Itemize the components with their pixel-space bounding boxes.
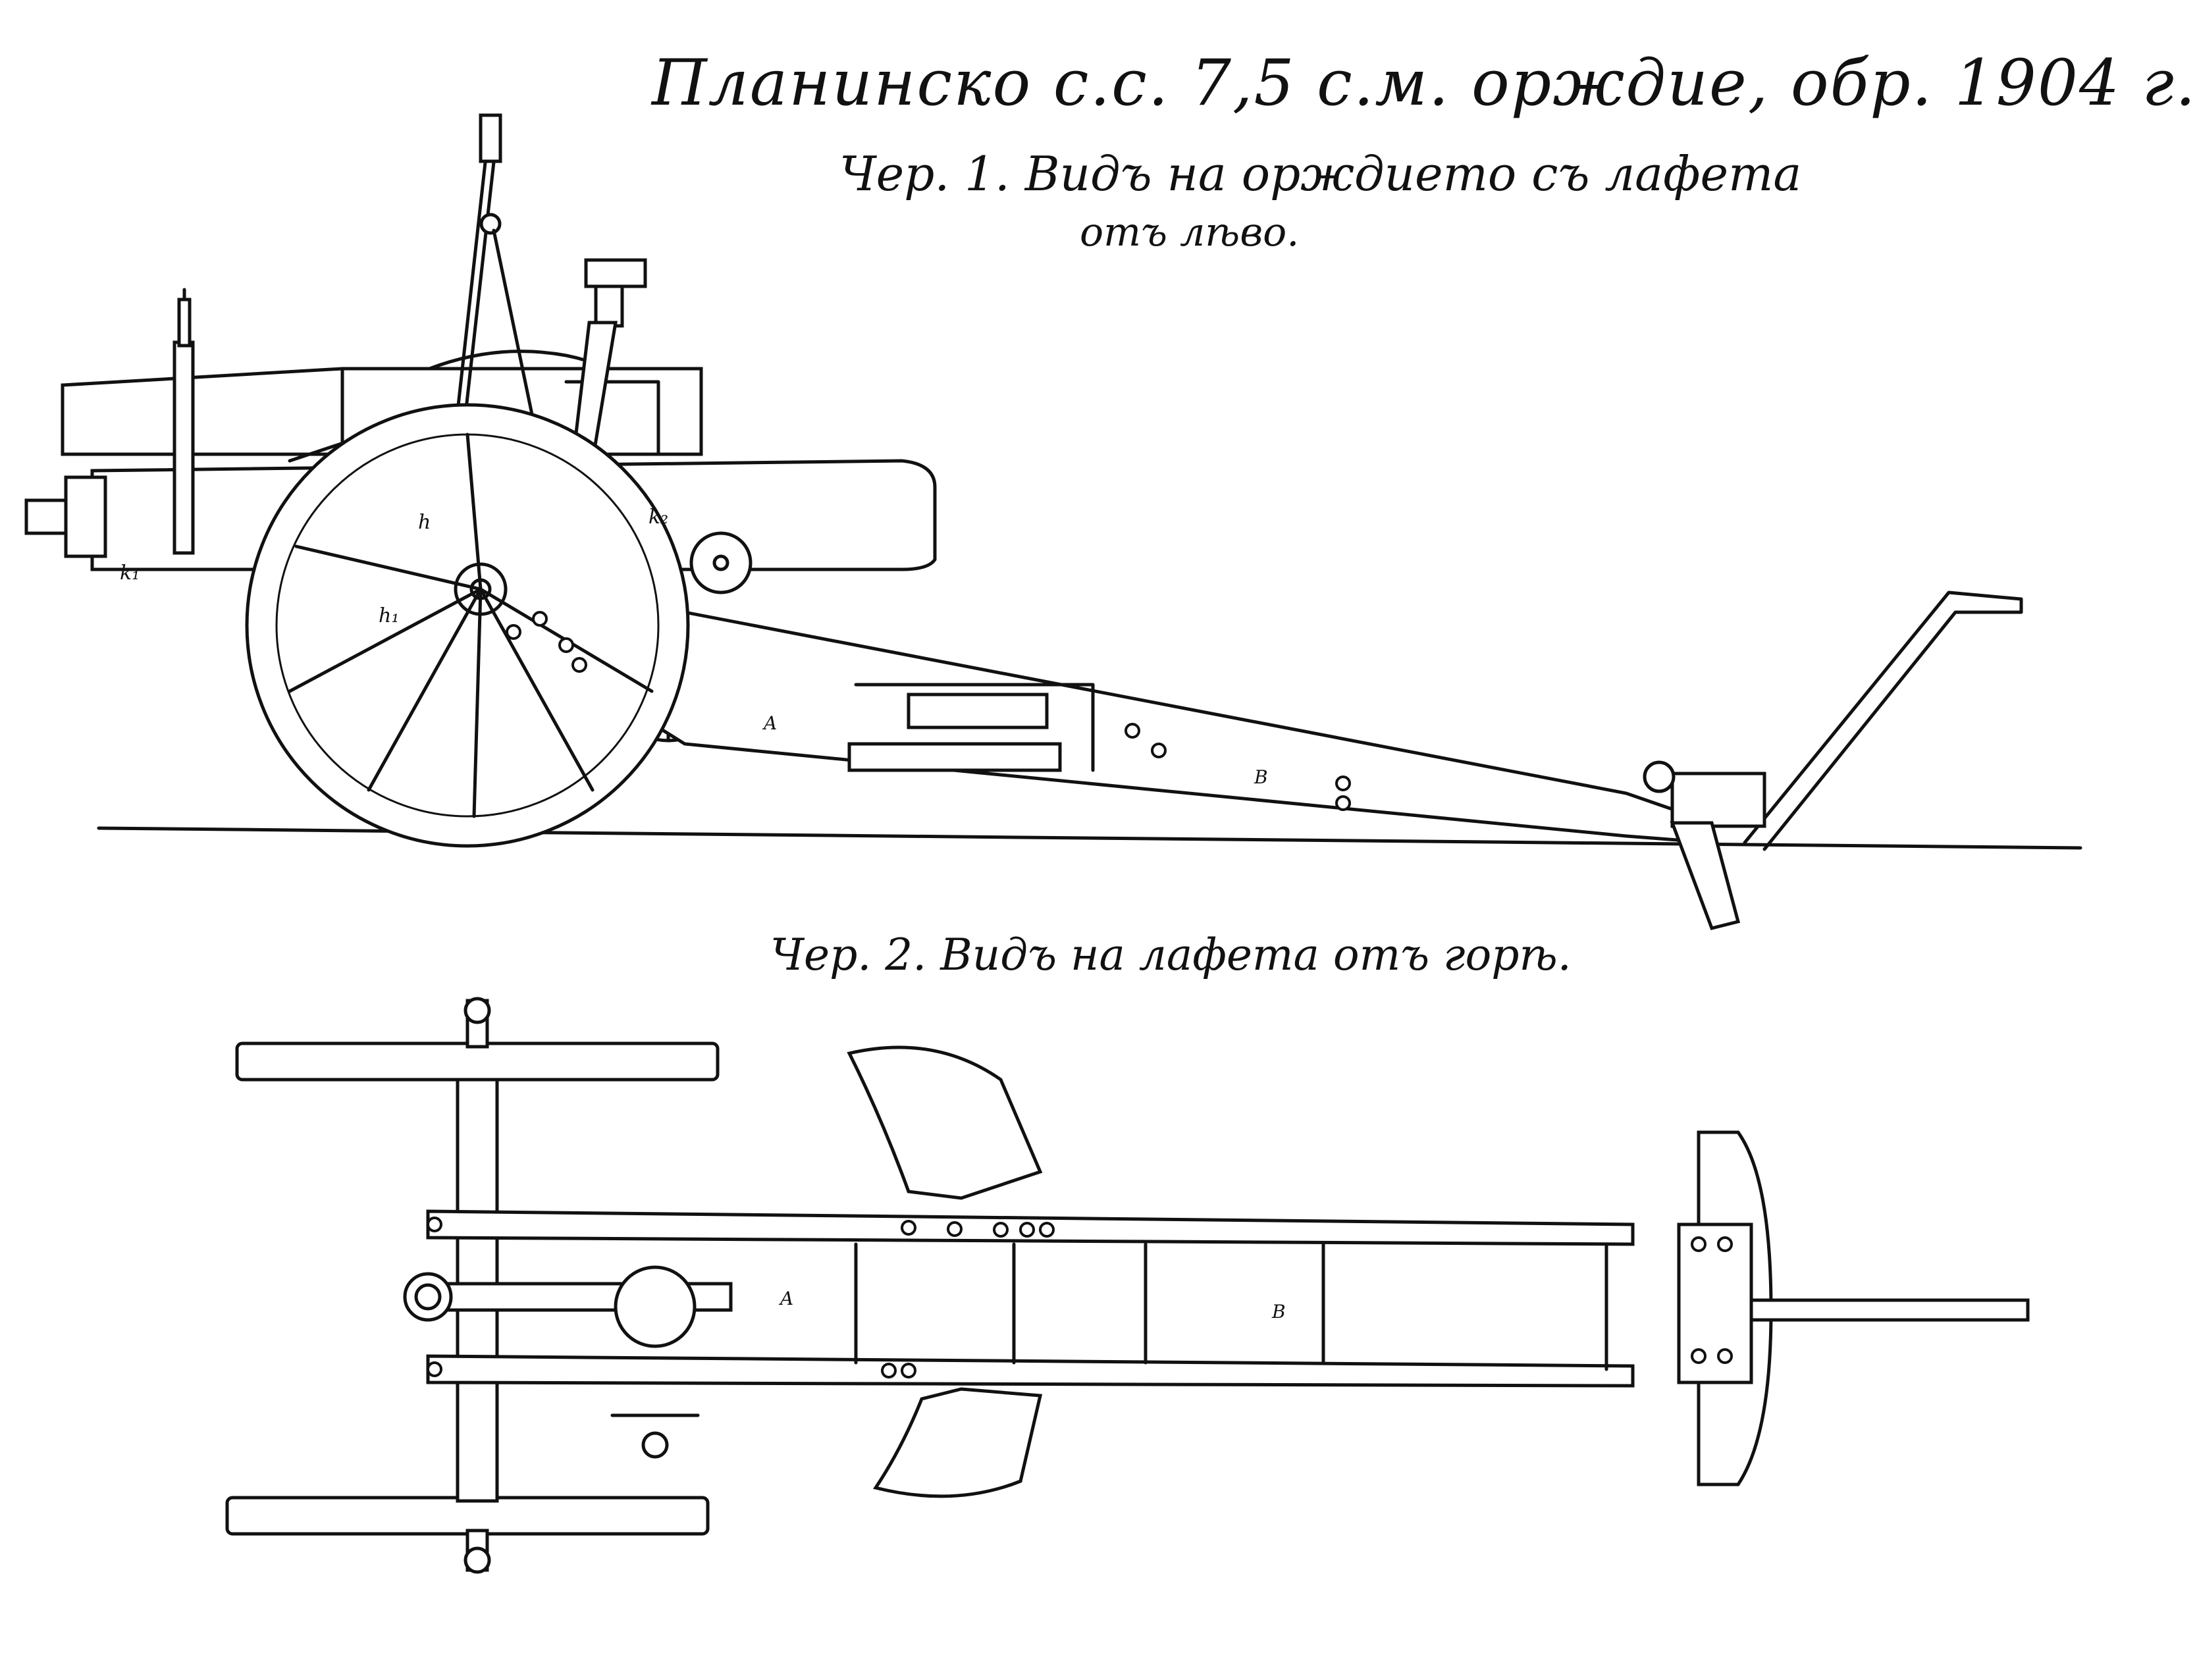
carriage-trail [510, 577, 1714, 845]
fig1-label-b: B [1254, 766, 1268, 788]
trail-spade [1643, 760, 1766, 930]
figure1-side-view: A B h h₁ k₁ k₂ [24, 113, 2082, 930]
sight-post [172, 288, 195, 555]
trail-rivets [506, 611, 1351, 811]
figure1-caption-subline: отъ лѣво. [1080, 209, 1300, 255]
fig1-label-k2: k₂ [649, 506, 668, 529]
figure1-caption: Чер. 1. Видъ на орждието съ лафета [839, 146, 1802, 201]
fig1-label-h: h [418, 511, 431, 534]
fig1-label-a: A [762, 712, 777, 734]
drawing-sheet: Планинско с.с. 7,5 с.м. орждие, обр. 190… [24, 46, 2196, 1574]
trail-handle [1743, 591, 2023, 851]
drawing-title: Планинско с.с. 7,5 с.м. орждие, обр. 190… [652, 46, 2197, 120]
figure2-caption: Чер. 2. Видъ на лафета отъ горѣ. [770, 930, 1572, 980]
fig1-label-k1: k₁ [120, 562, 140, 585]
carriage-wheel [245, 403, 690, 848]
fig1-label-h1: h₁ [379, 604, 399, 627]
traverse-handwheel [689, 531, 753, 594]
